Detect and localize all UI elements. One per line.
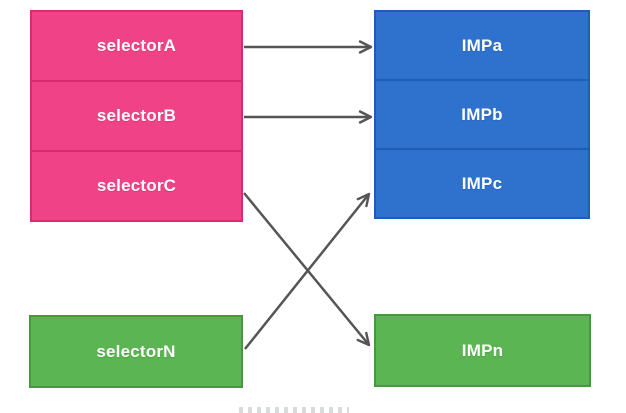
- node-IMPa-label: IMPa: [461, 35, 503, 55]
- imp-stack: IMPa IMPb IMPc: [374, 10, 590, 219]
- node-selectorN[interactable]: selectorN: [29, 315, 243, 388]
- selector-stack: selectorA selectorB selectorC: [30, 10, 243, 222]
- node-selectorB[interactable]: selectorB: [30, 80, 243, 152]
- node-IMPb[interactable]: IMPb: [374, 79, 590, 150]
- node-selectorC-label: selectorC: [96, 176, 177, 195]
- node-selectorA[interactable]: selectorA: [30, 10, 243, 82]
- node-IMPa[interactable]: IMPa: [374, 10, 590, 81]
- node-IMPn[interactable]: IMPn: [374, 314, 591, 387]
- node-IMPc-label: IMPc: [461, 173, 503, 193]
- node-selectorC[interactable]: selectorC: [30, 150, 243, 222]
- arrow-selectorN-to-IMPc: [244, 192, 371, 350]
- node-IMPn-label: IMPn: [461, 340, 504, 360]
- node-selectorA-label: selectorA: [96, 36, 177, 55]
- node-IMPc[interactable]: IMPc: [374, 148, 590, 219]
- node-selectorB-label: selectorB: [96, 106, 177, 125]
- arrow-selectorC-to-IMPn: [243, 192, 371, 347]
- watermark-remnant: [239, 407, 349, 413]
- node-IMPb-label: IMPb: [461, 104, 503, 124]
- node-selectorN-label: selectorN: [96, 341, 176, 361]
